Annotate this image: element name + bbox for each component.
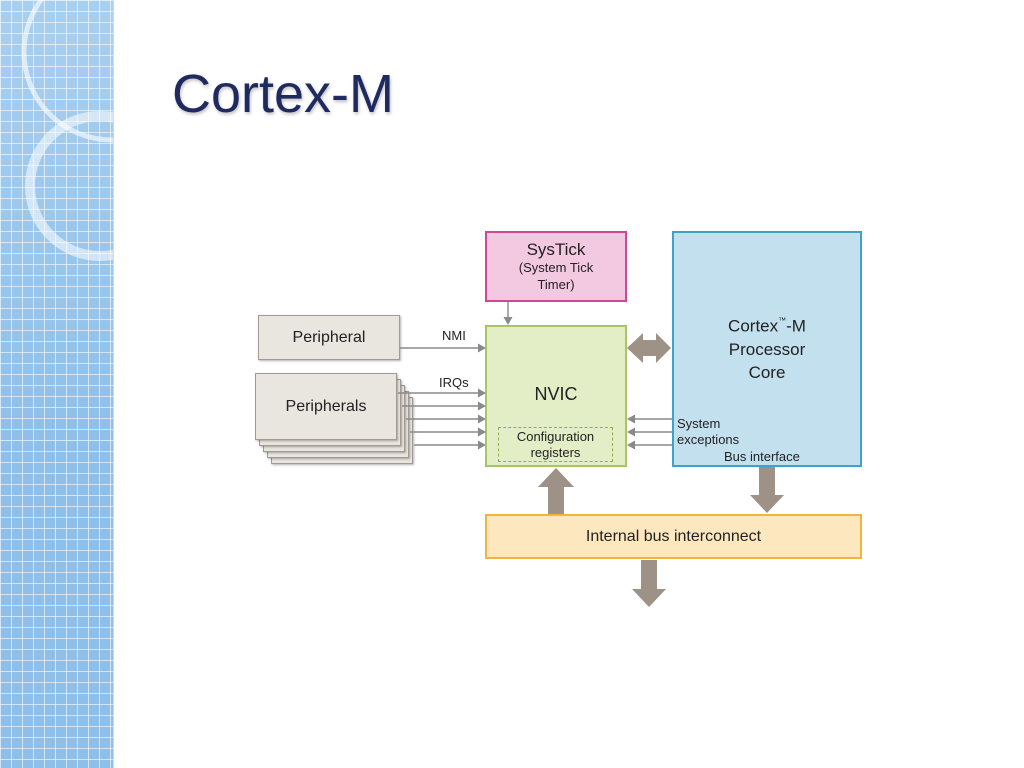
irq-arrow (414, 440, 486, 450)
bus-output-arrow (632, 560, 666, 607)
irq-arrow (402, 401, 486, 411)
core-name-line: Cortex™-M (674, 311, 860, 338)
peripherals-box: Peripherals (255, 373, 397, 440)
systick-box: SysTick (System Tick Timer) (485, 231, 627, 302)
decorative-sidebar (0, 0, 114, 768)
decorative-ring-middle (25, 111, 113, 261)
config-line1: Configuration (516, 429, 595, 444)
systick-to-nvic-arrow (503, 302, 513, 325)
nvic-core-double-arrow (627, 333, 671, 363)
irq-arrow (406, 414, 486, 424)
configuration-registers-box: Configuration registers (498, 427, 613, 462)
peripheral-box: Peripheral (258, 315, 400, 360)
config-line2: registers (530, 445, 581, 460)
irq-arrow (410, 427, 486, 437)
system-exception-arrow (627, 427, 672, 437)
nvic-box: NVIC Configuration registers (485, 325, 627, 467)
systick-subtitle-line2: Timer) (537, 277, 575, 292)
irqs-label: IRQs (439, 375, 469, 390)
decorative-ring-top (21, 0, 113, 143)
nmi-arrow (400, 343, 486, 353)
slide-title: Cortex-M (172, 64, 395, 124)
system-exception-arrow (627, 440, 672, 450)
core-name: Cortex (728, 316, 779, 336)
internal-bus-label: Internal bus interconnect (585, 527, 762, 545)
nmi-label: NMI (442, 328, 466, 343)
decorative-rings (21, 0, 113, 261)
peripheral-label: Peripheral (292, 328, 366, 346)
system-exceptions-label-line2: exceptions (677, 432, 740, 447)
core-to-bus-arrow (750, 467, 784, 513)
system-exception-arrow (627, 414, 672, 424)
bus-interface-label: Bus interface (724, 449, 800, 464)
processor-core-box: Cortex™-M Processor Core (672, 231, 862, 467)
bus-to-nvic-arrow (538, 468, 574, 514)
internal-bus-box: Internal bus interconnect (485, 514, 862, 559)
core-line3: Core (748, 362, 786, 382)
system-exceptions-label-line1: System (677, 416, 721, 431)
nvic-title: NVIC (534, 384, 578, 404)
peripherals-label: Peripherals (285, 397, 367, 415)
systick-title: SysTick (526, 240, 586, 259)
core-name-suffix: -M (786, 316, 806, 336)
systick-subtitle-line1: (System Tick (518, 260, 594, 275)
trademark-symbol: ™ (778, 316, 787, 325)
core-line2: Processor (728, 339, 806, 359)
